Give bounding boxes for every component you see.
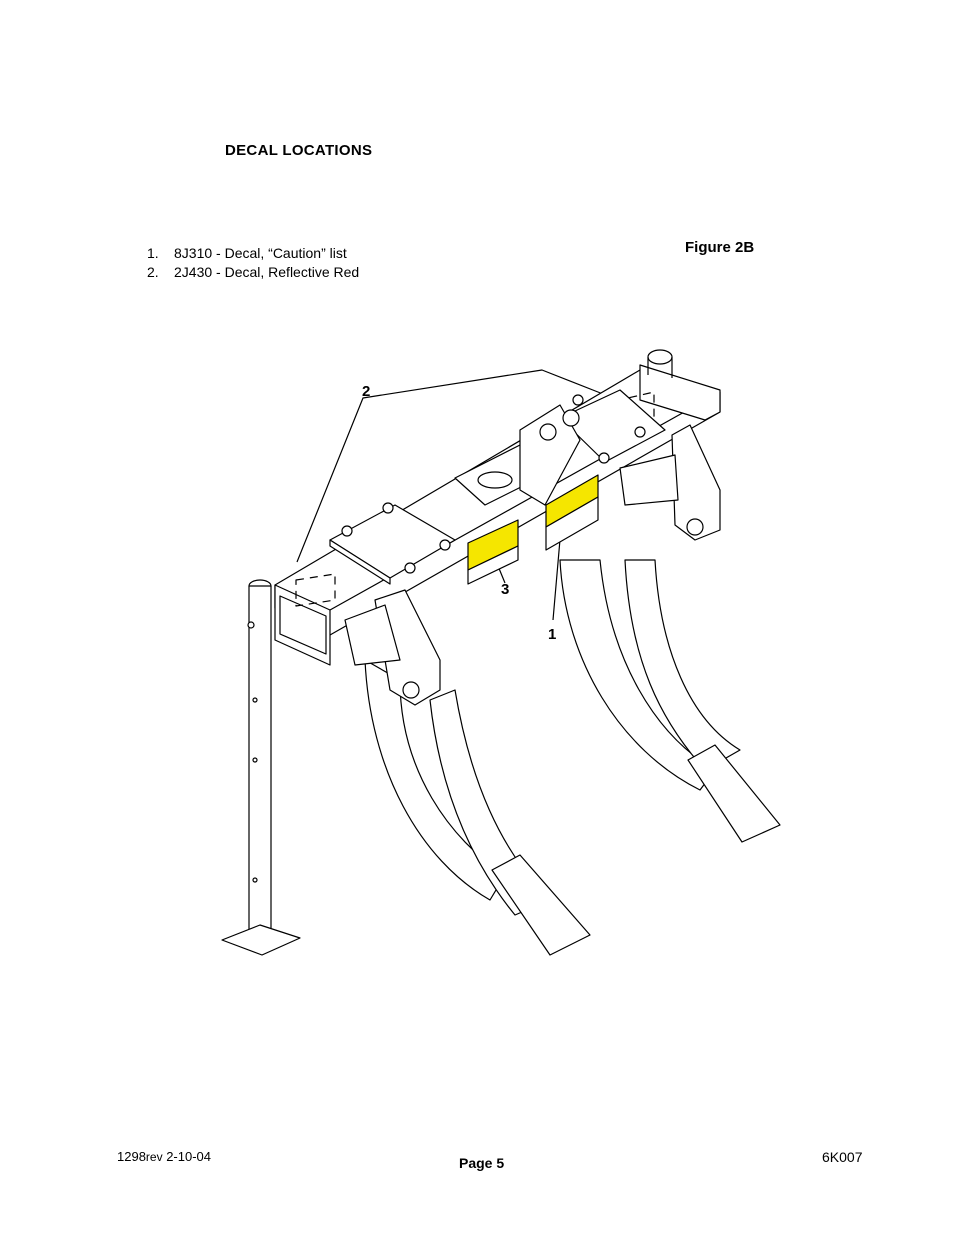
callout-1: 1 xyxy=(548,626,557,643)
footer-right-code: 6K007 xyxy=(822,1149,863,1165)
page-number: Page 5 xyxy=(459,1155,505,1171)
section-heading: DECAL LOCATIONS xyxy=(225,142,373,159)
center-mast xyxy=(454,404,581,506)
right-clamp-plate xyxy=(559,389,666,464)
right-shank xyxy=(559,424,781,843)
decal-list: 1. 8J310 - Decal, “Caution” list 2. 2J430 … xyxy=(147,244,359,282)
list-number: 2. xyxy=(147,264,159,280)
list-number: 1. xyxy=(147,245,159,261)
footer-left: 1298rev 2-10-04 xyxy=(117,1149,211,1164)
list-text: 8J310 - Decal, “Caution” list xyxy=(174,245,347,261)
decal-list-item: 2. 2J430 - Decal, Reflective Red xyxy=(147,263,359,282)
callout-2-leaders xyxy=(296,369,604,563)
footer-date: 2-10-04 xyxy=(162,1149,212,1164)
footer-rev: rev xyxy=(145,1150,163,1164)
callout-3: 3 xyxy=(501,581,510,598)
beam-end-right xyxy=(639,349,721,421)
left-shank xyxy=(364,589,591,956)
callout-1-leader xyxy=(552,527,562,621)
right-gusset xyxy=(619,454,679,506)
parking-stand xyxy=(221,579,301,956)
left-clamp-plate xyxy=(329,502,456,585)
footer-doc-code: 1298 xyxy=(117,1149,146,1164)
left-gusset xyxy=(344,604,401,666)
decal-list-item: 1. 8J310 - Decal, “Caution” list xyxy=(147,244,359,263)
list-text: 2J430 - Decal, Reflective Red xyxy=(174,264,360,280)
callout-2: 2 xyxy=(362,383,371,400)
figure-label: Figure 2B xyxy=(685,239,755,256)
caution-decals xyxy=(467,474,599,585)
